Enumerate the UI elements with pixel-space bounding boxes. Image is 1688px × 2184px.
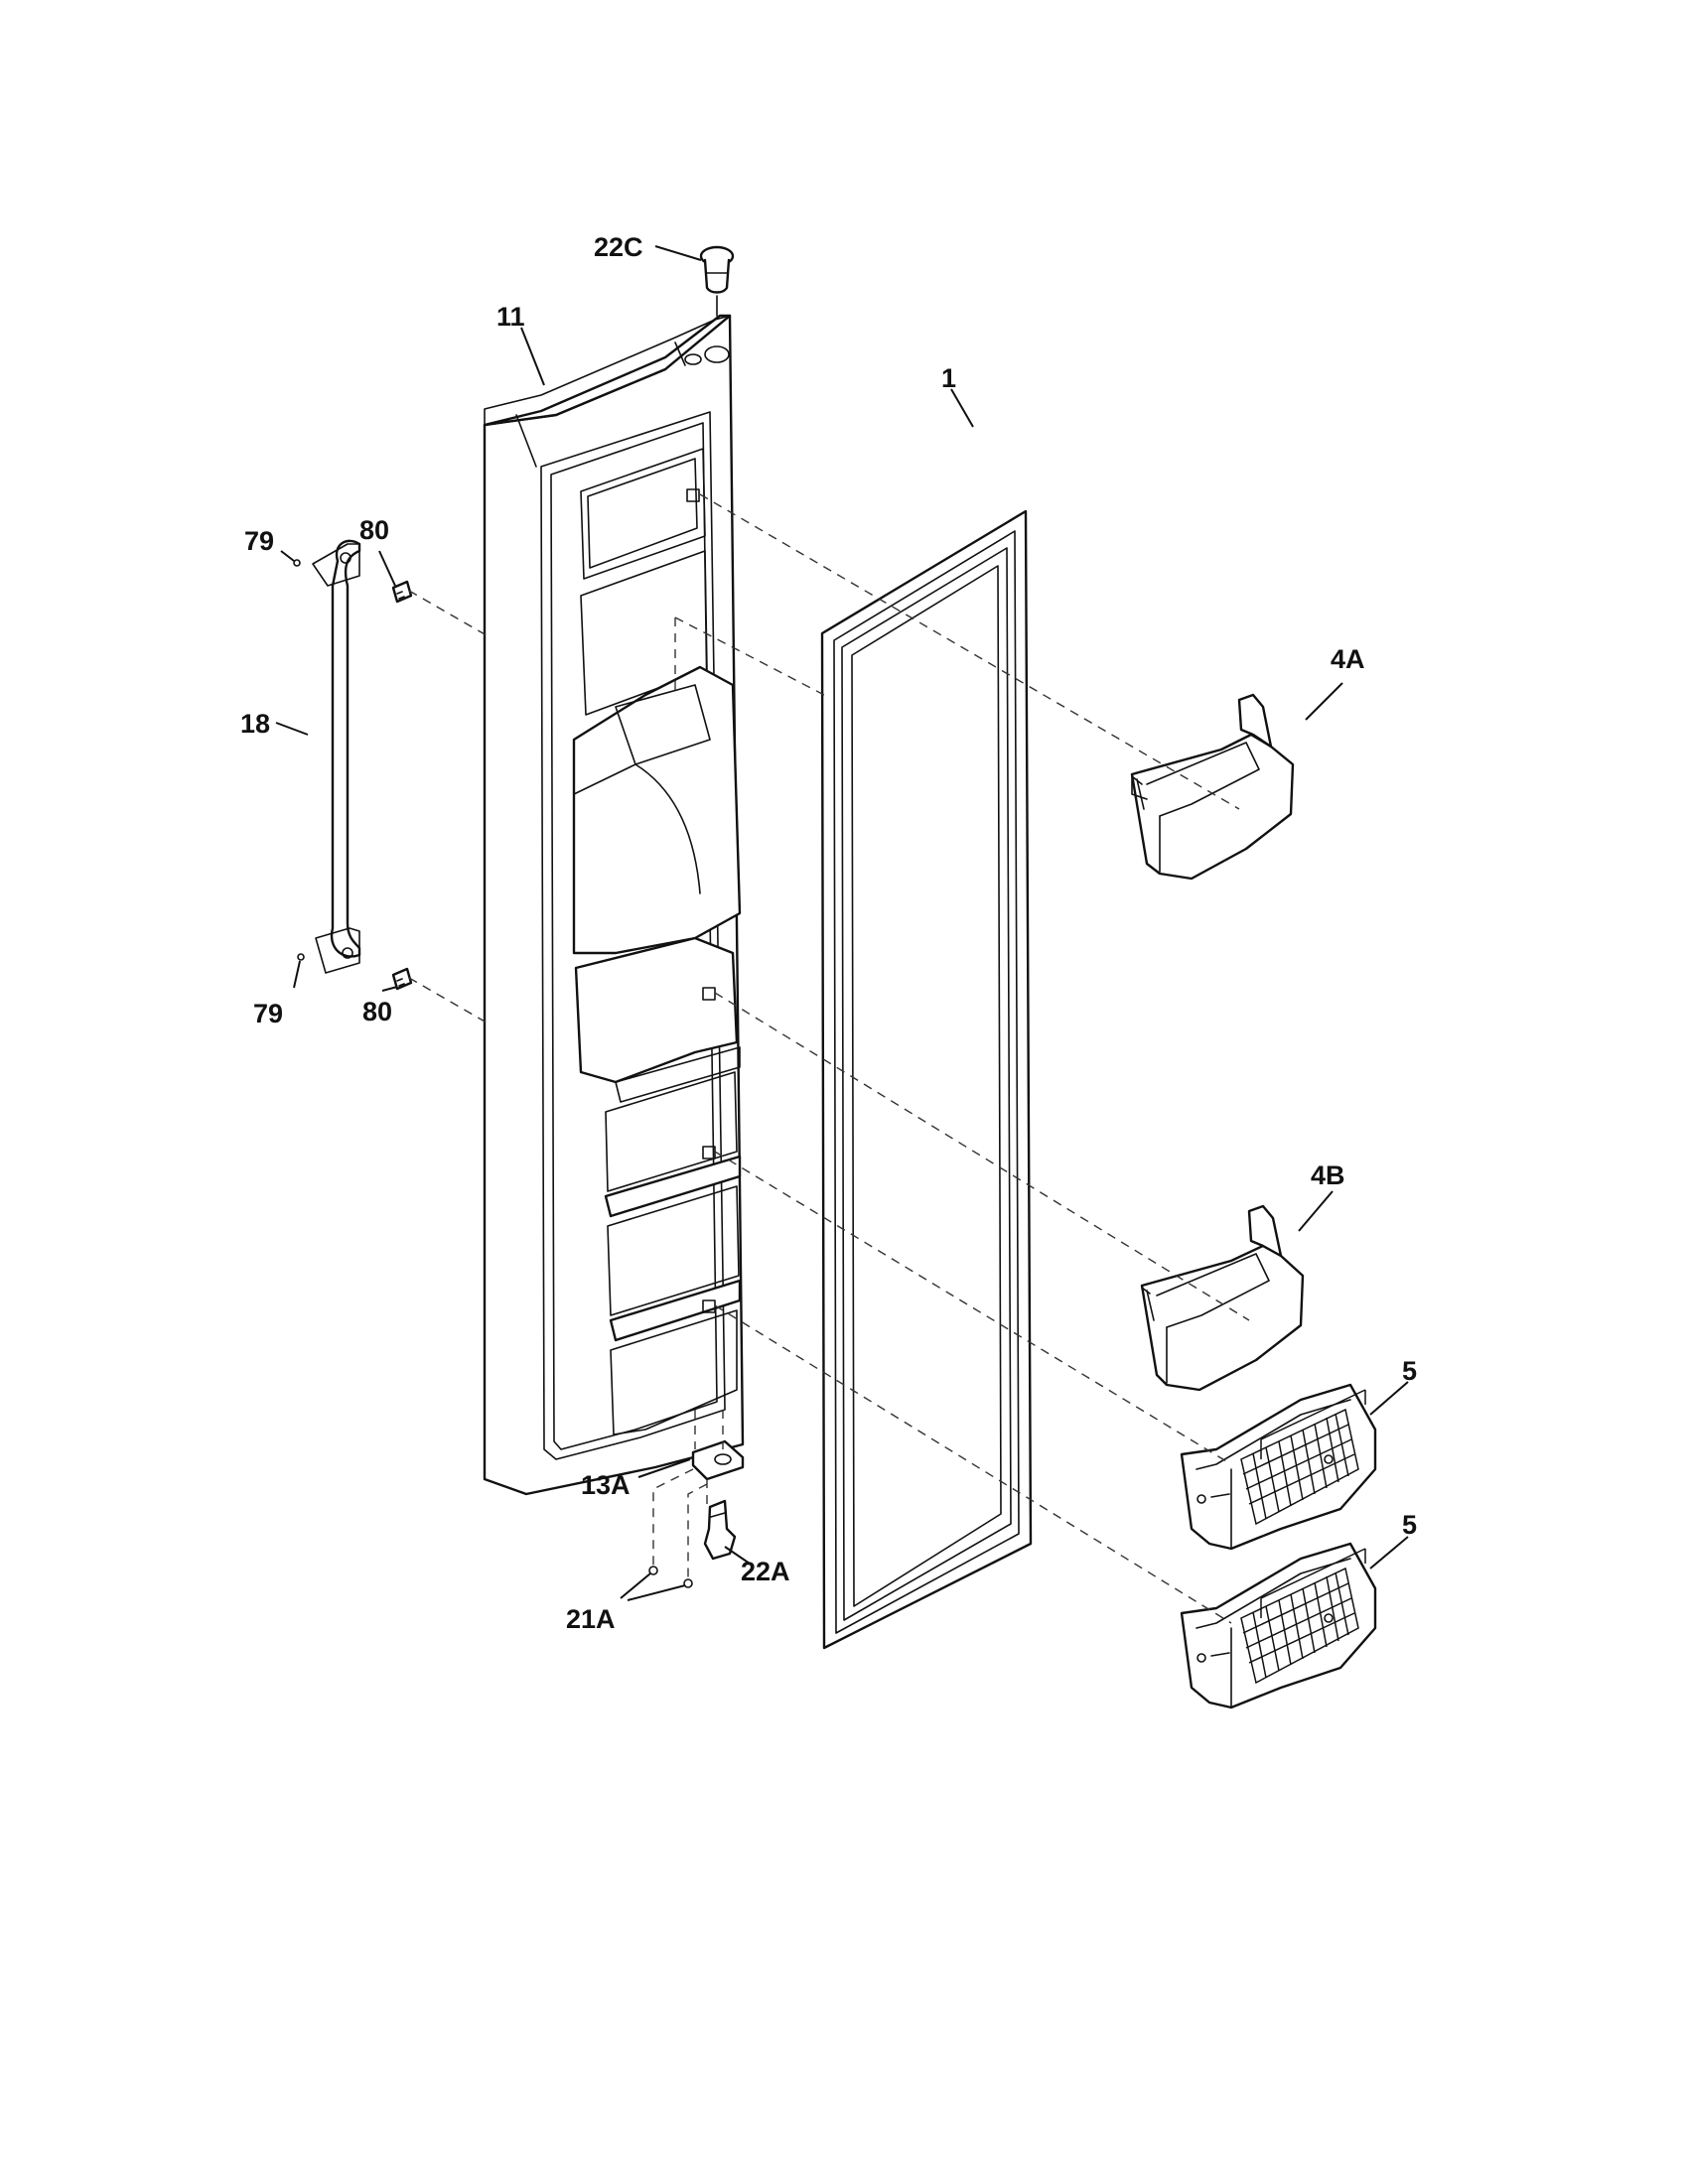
- label-18: 18: [240, 709, 270, 739]
- leader-lines: [275, 245, 1409, 1601]
- label-80-top: 80: [359, 515, 389, 545]
- door-bin-4a: [1130, 693, 1295, 881]
- door-handle: [312, 539, 361, 974]
- label-21a: 21A: [566, 1604, 616, 1634]
- screw-79-bottom: [297, 953, 305, 961]
- label-80-bottom: 80: [362, 997, 392, 1026]
- door-assembly: [483, 314, 745, 1496]
- hinge-pin-22a: [703, 1499, 737, 1561]
- label-13a: 13A: [581, 1470, 631, 1500]
- label-79-bottom: 79: [253, 999, 283, 1028]
- label-1: 1: [941, 363, 956, 393]
- door-bin-4b: [1140, 1204, 1305, 1392]
- screw-21a-left: [648, 1566, 658, 1575]
- stud-80-top: [391, 580, 413, 604]
- label-22a: 22A: [741, 1557, 790, 1586]
- screw-21a-right: [683, 1578, 693, 1588]
- label-4a: 4A: [1331, 644, 1365, 674]
- wire-bin-5-top: [1180, 1383, 1377, 1551]
- label-11: 11: [496, 302, 525, 332]
- stud-80-bottom: [391, 967, 413, 991]
- wire-bin-5-bottom: [1180, 1542, 1377, 1709]
- screw-79-top: [293, 559, 301, 567]
- label-5-top: 5: [1402, 1356, 1417, 1386]
- part-labels: 22C 11 1 79 80 18 4A 79 80 4B 5 5 13A 22…: [240, 232, 1417, 1634]
- door-gasket: [820, 509, 1033, 1650]
- label-5-bottom: 5: [1402, 1510, 1417, 1540]
- label-22c: 22C: [594, 232, 643, 262]
- alignment-lines: [408, 493, 1250, 1624]
- hinge-bushing-22c: [699, 245, 735, 317]
- label-4b: 4B: [1311, 1160, 1345, 1190]
- label-79-top: 79: [244, 526, 274, 556]
- hinge-plate-13a: [691, 1439, 745, 1481]
